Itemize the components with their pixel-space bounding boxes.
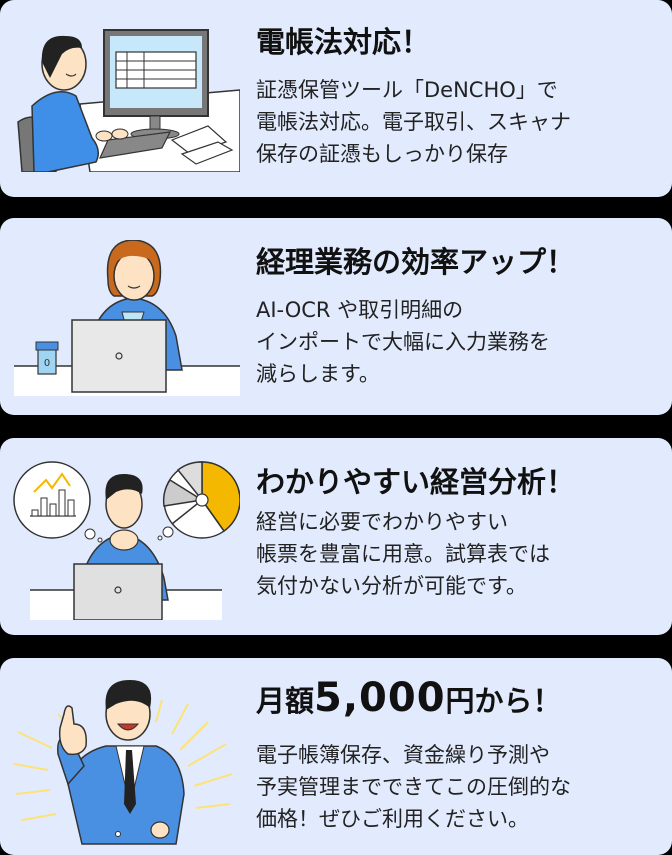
card-body-line: 気付かない分析が可能です。: [256, 574, 527, 598]
card-body-line: 減らします。: [256, 362, 380, 386]
feature-card-efficiency: 0 経理業務の効率アップ！ AI-OCR や取引明細の インポートで大幅に入力業…: [0, 218, 672, 415]
card-title: 電帳法対応！: [256, 25, 431, 59]
card-body-line: 保存の証憑もしっかり保存: [256, 142, 508, 166]
price-amount: 5,000: [314, 675, 446, 721]
price-suffix: 円から！: [445, 684, 562, 718]
card-body-line: 電子帳簿保存、資金繰り予測や: [256, 743, 550, 767]
card-title: 月額5,000円から！: [256, 676, 662, 723]
card-title: わかりやすい経営分析！: [256, 465, 576, 499]
feature-card-e-book-law: 電帳法対応！ 証憑保管ツール「DeNCHO」で 電帳法対応。電子取引、スキャナ …: [0, 0, 672, 197]
woman-with-laptop-illustration: 0: [12, 240, 240, 396]
feature-card-pricing: 月額5,000円から！ 電子帳簿保存、資金繰り予測や 予実管理までできてこの圧倒…: [0, 658, 672, 855]
feature-card-analysis: わかりやすい経営分析！ 経営に必要でわかりやすい 帳票を豊富に用意。試算表では …: [0, 438, 672, 635]
card-body-line: 証憑保管ツール「DeNCHO」で: [256, 78, 558, 102]
man-thumbs-up-illustration: [12, 674, 240, 848]
man-thinking-charts-illustration: [12, 460, 240, 620]
card-body-line: 電帳法対応。電子取引、スキャナ: [256, 110, 571, 134]
card-body-line: インポートで大幅に入力業務を: [256, 330, 550, 354]
card-body-line: 価格！ぜひご利用ください。: [256, 807, 529, 831]
man-at-computer-illustration: [12, 26, 240, 172]
card-body-line: 予実管理までできてこの圧倒的な: [256, 775, 571, 799]
card-body-line: AI-OCR や取引明細の: [256, 298, 464, 322]
card-body-line: 経営に必要でわかりやすい: [256, 510, 508, 534]
card-body-line: 帳票を豊富に用意。試算表では: [256, 542, 550, 566]
price-prefix: 月額: [256, 684, 315, 718]
card-title: 経理業務の効率アップ！: [256, 245, 576, 279]
svg-text:0: 0: [44, 358, 50, 369]
